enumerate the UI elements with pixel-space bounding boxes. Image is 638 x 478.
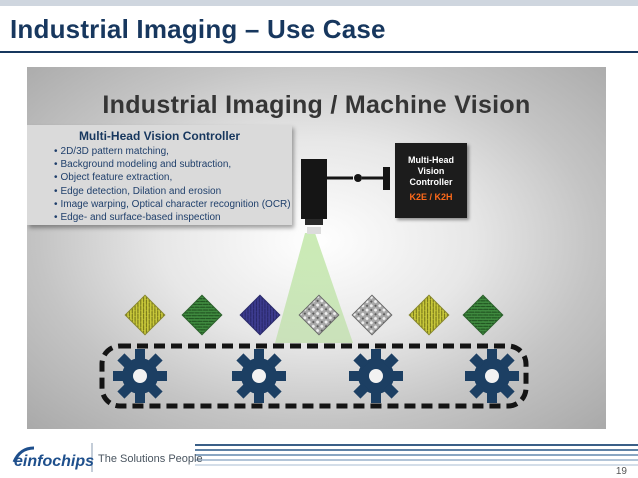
item-green-2 [462, 294, 504, 336]
gear-icon [465, 349, 519, 403]
conveyor-scene [99, 159, 529, 409]
top-accent-bar [0, 0, 638, 6]
item-purple [239, 294, 281, 336]
title-underline [0, 51, 638, 53]
item-grey-inspected [298, 294, 340, 336]
vision-controller-box: Multi-Head Vision Controller K2E / K2H [395, 143, 467, 218]
item-yellow [124, 294, 166, 336]
controller-label: Multi-Head Vision Controller [395, 155, 467, 188]
page-number: 19 [616, 466, 628, 477]
camera-icon [301, 159, 390, 234]
footer-tagline: The Solutions People [98, 453, 203, 465]
controller-label-line2: Vision Controller [409, 166, 453, 187]
machine-vision-figure: Industrial Imaging / Machine Vision [27, 67, 606, 429]
info-box: Multi-Head Vision Controller 2D/3D patte… [27, 125, 292, 225]
list-item: 2D/3D pattern matching, [54, 145, 291, 158]
gear-icon [349, 349, 403, 403]
figure-title: Industrial Imaging / Machine Vision [102, 91, 531, 119]
item-green [181, 294, 223, 336]
gear-icon [113, 349, 167, 403]
capability-list: 2D/3D pattern matching, Background model… [54, 145, 291, 224]
einfochips-logo: einfochips [12, 446, 94, 470]
list-item: Image warping, Optical character recogni… [54, 198, 291, 211]
conveyor-belt [99, 343, 529, 409]
gear-icon [232, 349, 286, 403]
controller-label-line1: Multi-Head [408, 155, 454, 165]
item-yellow-2 [408, 294, 450, 336]
inspected-items [124, 294, 504, 336]
list-item: Object feature extraction, [54, 171, 291, 184]
footer-stripes [195, 444, 638, 466]
controller-model: K2E / K2H [409, 192, 453, 202]
list-item: Edge- and surface-based inspection [54, 211, 291, 224]
item-grey [351, 294, 393, 336]
info-box-heading: Multi-Head Vision Controller [78, 129, 241, 143]
slide-title: Industrial Imaging – Use Case [10, 14, 386, 44]
conveyor-gears [113, 349, 519, 403]
logo-text: einfochips [14, 453, 94, 470]
list-item: Edge detection, Dilation and erosion [54, 185, 291, 198]
list-item: Background modeling and subtraction, [54, 158, 291, 171]
